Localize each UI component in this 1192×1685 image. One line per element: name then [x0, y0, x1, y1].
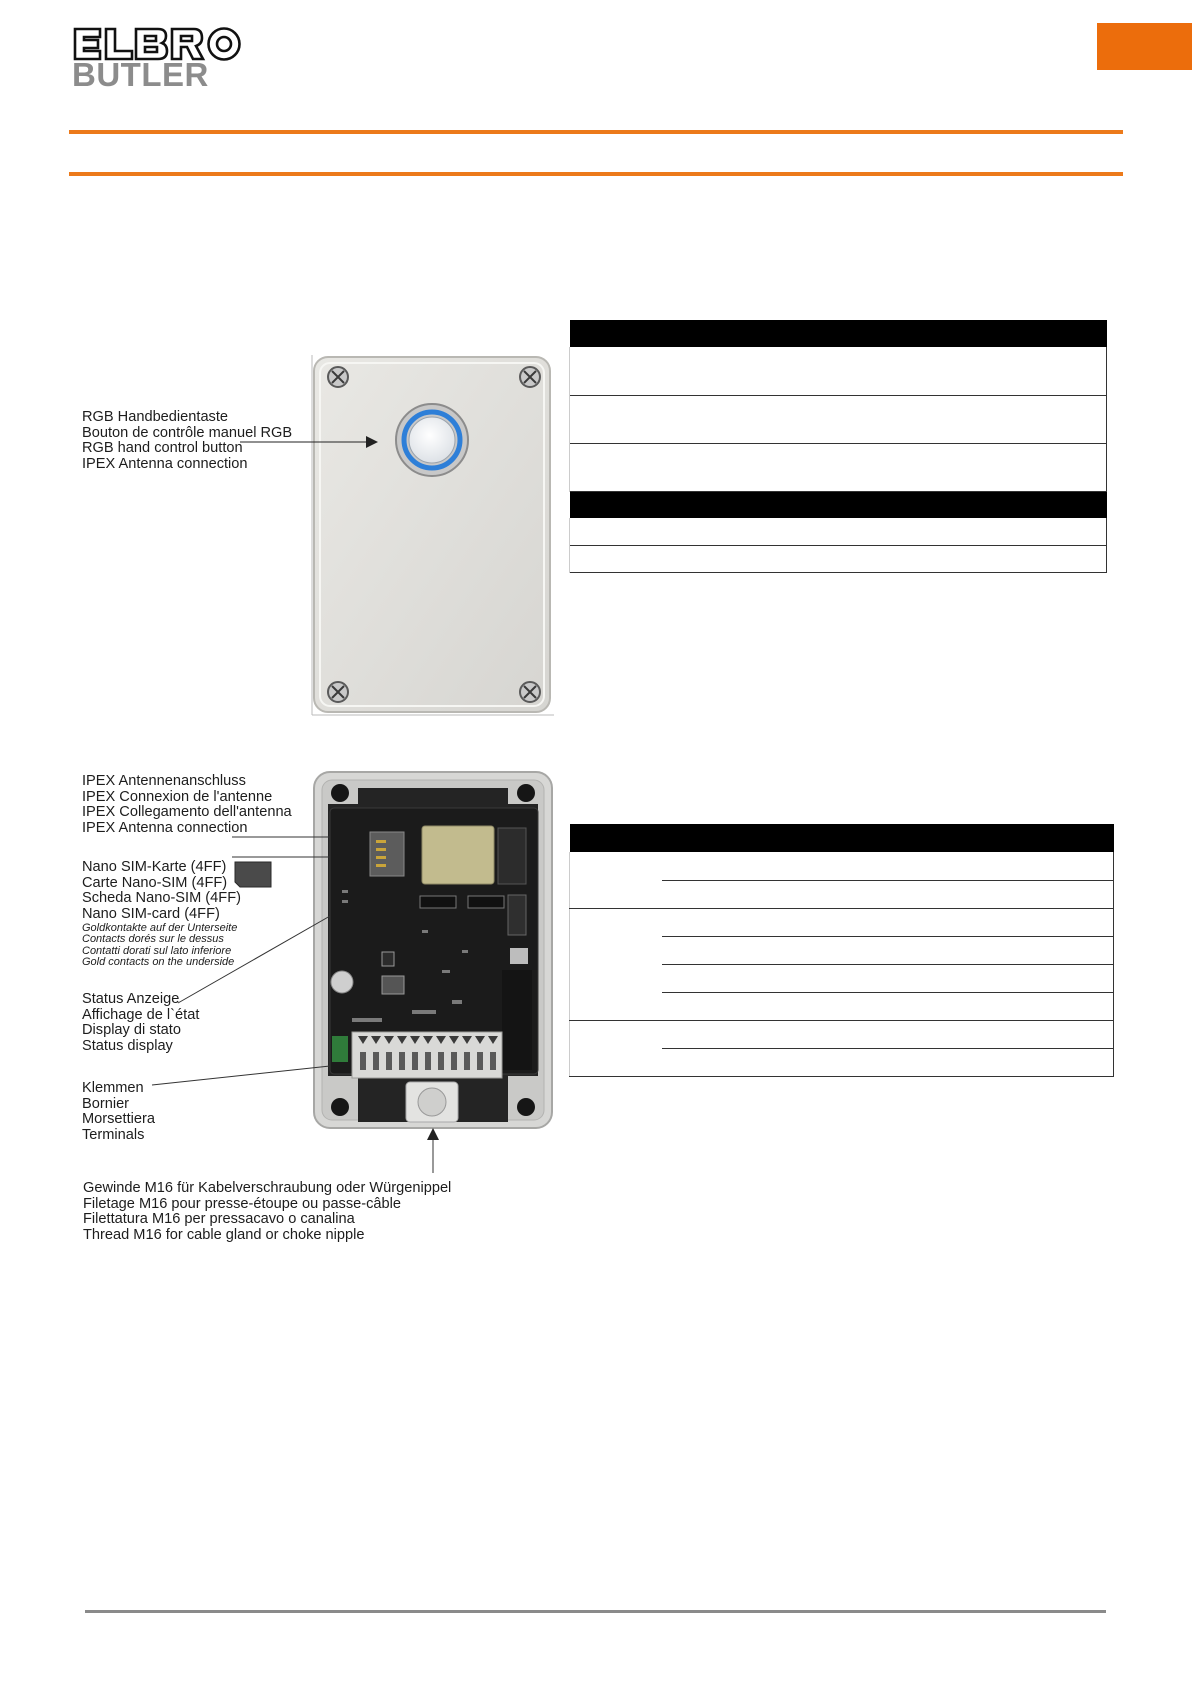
- callout-line: Thread M16 for cable gland or choke nipp…: [83, 1227, 365, 1244]
- table-cell: [569, 518, 1107, 545]
- callout-line: Gewinde M16 für Kabelverschraubung oder …: [83, 1180, 452, 1196]
- callout-nano-sim: Nano SIM-Karte (4FF) Carte Nano-SIM (4FF…: [82, 859, 241, 969]
- callout-line: Status Anzeige: [82, 991, 180, 1007]
- callout-line: IPEX Antenna connection: [82, 820, 248, 837]
- spec-table-bottom: [569, 824, 1114, 1077]
- table-header-row: [569, 320, 1107, 347]
- enclosure-front-illustration: [311, 355, 554, 716]
- page-marker-tab: [1097, 23, 1192, 70]
- table-cell: [569, 443, 1107, 491]
- header-rule-bottom: [69, 172, 1123, 176]
- callout-line: Klemmen: [82, 1080, 144, 1096]
- table-cell: [662, 992, 1114, 1021]
- callout-line: IPEX Antenna connection: [82, 456, 248, 473]
- callout-line: Affichage de l`état: [82, 1006, 200, 1023]
- table-row: [569, 347, 1107, 395]
- table-row: [569, 395, 1107, 443]
- callout-line: IPEX Antennenanschluss: [82, 773, 246, 789]
- table-header-row: [569, 491, 1107, 518]
- callout-line: RGB Handbedientaste: [82, 409, 229, 425]
- table-cell: [569, 908, 662, 1021]
- table-row: [569, 545, 1107, 572]
- callout-line: Nano SIM-card (4FF): [82, 906, 220, 923]
- table-cell: [662, 852, 1114, 881]
- footer-rule: [85, 1610, 1106, 1613]
- table-header-row: [569, 824, 1114, 852]
- table-row: [570, 936, 1114, 965]
- callout-line: Filettatura M16 per pressacavo o canalin…: [83, 1211, 355, 1228]
- callout-note: Goldkontakte auf der Unterseite: [82, 921, 238, 934]
- table-cell: [569, 395, 1107, 443]
- callout-line: Carte Nano-SIM (4FF): [82, 874, 228, 891]
- header-rule-top: [69, 130, 1123, 134]
- table-cell: [569, 852, 662, 909]
- table-row: [570, 1048, 1114, 1077]
- arrow-to-button: [240, 436, 378, 448]
- table-cell: [569, 1020, 662, 1077]
- table-cell: [662, 908, 1114, 937]
- spec-table-top: [569, 320, 1107, 573]
- callout-line: Nano SIM-Karte (4FF): [82, 859, 227, 875]
- callout-line: Display di stato: [82, 1022, 181, 1039]
- table-row: [570, 964, 1114, 993]
- callout-line: Bouton de contrôle manuel RGB: [82, 424, 293, 441]
- callout-line: IPEX Connexion de l'antenne: [82, 788, 273, 805]
- callout-note: Contacts dorés sur le dessus: [82, 933, 224, 946]
- callout-note: Contatti dorati sul lato inferiore: [82, 944, 232, 957]
- table-row: [569, 908, 1114, 1021]
- table-row: [570, 992, 1114, 1021]
- callout-note: Gold contacts on the underside: [82, 956, 235, 969]
- table-row: [570, 880, 1114, 909]
- butler-logo-text: BUTLER: [72, 56, 209, 93]
- table-cell: [570, 491, 1107, 518]
- callout-cable-thread: Gewinde M16 für Kabelverschraubung oder …: [83, 1180, 452, 1244]
- callout-line: Scheda Nano-SIM (4FF): [82, 890, 241, 907]
- callout-status-display: Status Anzeige Affichage de l`état Displ…: [82, 991, 200, 1055]
- table-row: [569, 1020, 1114, 1077]
- table-cell: [569, 545, 1107, 572]
- table-cell: [662, 880, 1114, 909]
- enclosure-inside-illustration: [313, 771, 553, 1129]
- table-cell: [662, 1020, 1114, 1049]
- callout-line: Morsettiera: [82, 1111, 155, 1128]
- table-cell: [662, 936, 1114, 965]
- callout-line: IPEX Collegamento dell'antenna: [82, 804, 292, 821]
- table-cell: [570, 320, 1107, 347]
- table-row: [569, 852, 1114, 909]
- callout-line: Bornier: [82, 1095, 130, 1112]
- callout-line: Filetage M16 pour presse-étoupe ou passe…: [83, 1195, 402, 1212]
- table-cell: [662, 1048, 1114, 1077]
- table-cell: [662, 964, 1114, 993]
- table-cell: [569, 347, 1107, 395]
- callout-line: RGB hand control button: [82, 440, 243, 457]
- table-cell: [570, 824, 1114, 852]
- elbro-logo: [73, 27, 241, 61]
- sim-card-icon: [234, 861, 272, 888]
- callout-line: Terminals: [82, 1127, 145, 1144]
- callout-ipex-antenna: IPEX Antennenanschluss IPEX Connexion de…: [82, 773, 292, 837]
- table-row: [569, 443, 1107, 491]
- callout-line: Status display: [82, 1038, 173, 1055]
- table-row: [569, 518, 1107, 545]
- callout-rgb-button: RGB Handbedientaste Bouton de contrôle m…: [82, 409, 293, 473]
- callout-terminals: Klemmen Bornier Morsettiera Terminals: [82, 1080, 155, 1144]
